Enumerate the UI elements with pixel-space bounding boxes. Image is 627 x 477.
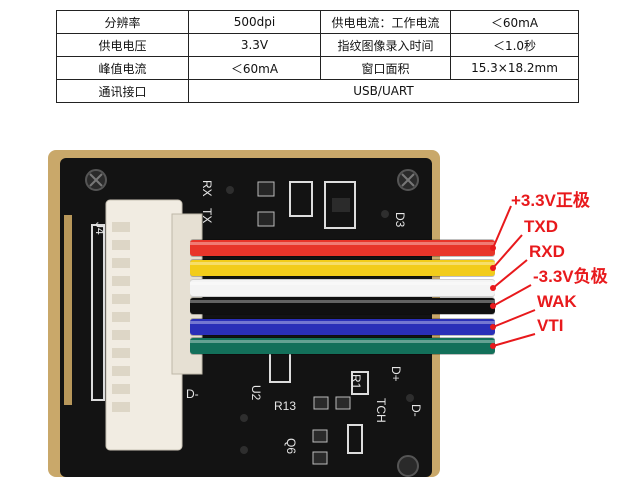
connector-rib — [112, 222, 130, 232]
via — [381, 210, 389, 218]
silk-u2: U2 — [249, 385, 263, 401]
callout-leader — [492, 259, 528, 289]
wire-highlight — [190, 262, 495, 265]
silk-r1: R1 — [349, 374, 363, 390]
via — [240, 414, 248, 422]
screw-icon — [397, 455, 419, 477]
connector-rib — [112, 276, 130, 286]
spec-row: 峰值电流 ＜60mA 窗口面积 15.3×18.2mm — [56, 56, 579, 80]
spec-value: 15.3×18.2mm — [450, 56, 579, 80]
callout-leader — [492, 205, 512, 249]
callout-leader — [492, 234, 523, 269]
silk-tch: TCH — [374, 398, 388, 423]
spec-row: 供电电压 3.3V 指纹图像录入时间 ＜1.0秒 — [56, 33, 579, 57]
callout-leader — [492, 309, 536, 328]
transistor-chip — [332, 198, 350, 212]
wire-highlight — [190, 282, 495, 285]
wire — [190, 260, 495, 276]
silk-j4: J4 — [93, 222, 107, 235]
smd-pad — [257, 211, 275, 227]
connector-rib — [112, 240, 130, 250]
wire-highlight — [190, 300, 495, 303]
smd-pad — [312, 451, 328, 465]
callout-dot — [490, 343, 496, 349]
connector-ribs — [112, 222, 130, 412]
connector-rib — [112, 312, 130, 322]
silk-rx: RX — [200, 180, 214, 197]
wire — [190, 280, 495, 296]
spec-table: 分辨率 500dpi 供电电流：工作电流 ＜60mA 供电电压 3.3V 指纹图… — [56, 10, 579, 103]
smd-outline — [289, 181, 313, 217]
wire-bundle — [190, 239, 495, 355]
silk-d-plus: D+ — [389, 366, 403, 382]
wire-label-vti: VTI — [537, 316, 563, 335]
smd-outline — [347, 424, 363, 454]
connector-rib — [112, 348, 130, 358]
wire-highlight — [190, 242, 495, 245]
pcb-pad-strip — [64, 215, 72, 405]
connector-rib — [112, 402, 130, 412]
spec-label: 通讯接口 — [56, 79, 189, 103]
spec-value: 500dpi — [188, 10, 321, 34]
connector-rib — [112, 330, 130, 340]
via — [406, 394, 414, 402]
spec-label: 指纹图像录入时间 — [320, 33, 451, 57]
wire-callouts: +3.3V正极 TXD RXD -3.3V负极 WAK VTI — [490, 191, 608, 349]
wire-label-wak: WAK — [537, 292, 577, 311]
silk-r13: R13 — [274, 399, 296, 413]
wire-label-txd: TXD — [524, 217, 558, 236]
spec-value: ＜60mA — [188, 56, 321, 80]
spec-value: USB/UART — [188, 79, 579, 103]
callout-dot — [490, 285, 496, 291]
connector-rib — [112, 258, 130, 268]
callout-dot — [490, 303, 496, 309]
smd-outline — [351, 371, 369, 395]
silk-d-minus: D- — [186, 387, 199, 401]
silk-d-minus-right: D- — [409, 404, 423, 417]
connector-rib — [112, 366, 130, 376]
wire — [190, 240, 495, 256]
screw-icon — [85, 169, 107, 191]
smd-pad — [313, 396, 329, 410]
smd-outline — [324, 181, 356, 229]
connector-housing — [105, 199, 183, 451]
wire-label-3v3-positive: +3.3V正极 — [511, 191, 590, 210]
spec-label: 窗口面积 — [320, 56, 451, 80]
via — [226, 186, 234, 194]
connector-rib — [112, 384, 130, 394]
wire — [190, 338, 495, 354]
wire-label-3v3-negative: -3.3V负极 — [533, 266, 608, 286]
callout-leader — [492, 284, 532, 307]
wire-label-rxd: RXD — [529, 242, 565, 261]
spec-value: ＜1.0秒 — [450, 33, 579, 57]
wire — [190, 298, 495, 314]
spec-label: 峰值电流 — [56, 56, 189, 80]
wire-highlight — [190, 321, 495, 324]
callout-leader — [492, 333, 536, 347]
callout-dot — [490, 324, 496, 330]
smd-pad — [312, 429, 328, 443]
spec-row: 通讯接口 USB/UART — [56, 79, 579, 103]
spec-label: 分辨率 — [56, 10, 189, 34]
silk-q6: Q6 — [284, 438, 298, 454]
spec-row: 分辨率 500dpi 供电电流：工作电流 ＜60mA — [56, 10, 579, 34]
silk-tx: TX — [200, 208, 214, 223]
via — [240, 446, 248, 454]
callout-dot — [490, 265, 496, 271]
screw-icon — [397, 169, 419, 191]
smd-pad — [335, 396, 351, 410]
spec-value: ＜60mA — [450, 10, 579, 34]
callout-dot — [490, 245, 496, 251]
silk-d3: D3 — [393, 212, 407, 228]
j4-outline — [91, 224, 105, 401]
connector-rib — [112, 294, 130, 304]
wire — [190, 319, 495, 335]
smd-pad — [257, 181, 275, 197]
wire-highlight — [190, 340, 495, 343]
